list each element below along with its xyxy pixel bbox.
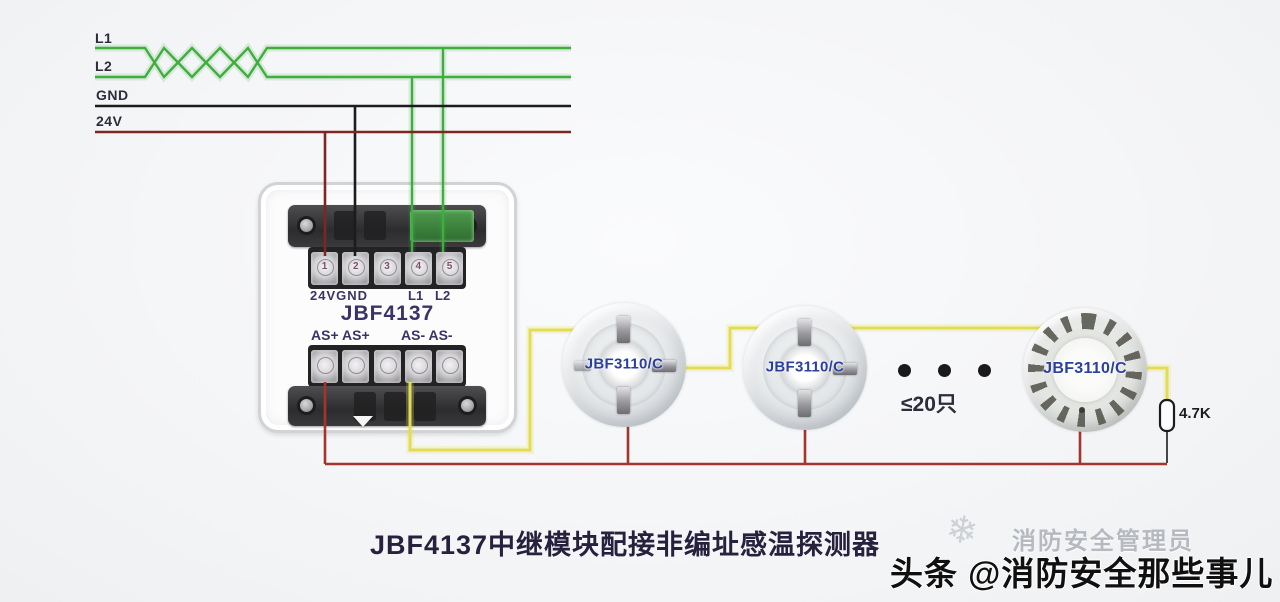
eol-resistor-symbol: [1158, 398, 1176, 433]
heat-detector-head-3: JBF3110/C: [1023, 308, 1147, 432]
indicator-led-dot: [1079, 407, 1085, 413]
dot-icon: [938, 364, 951, 377]
heat-detector-base-1: JBF3110/C: [562, 303, 686, 427]
bottom-terminal-strip: [308, 345, 466, 387]
label-as-minus: AS- AS-: [401, 327, 453, 343]
terminal-mid: [373, 349, 401, 383]
watermark-dark: 头条 @消防安全那些事儿: [890, 555, 1274, 592]
label-as-plus: AS+ AS+: [311, 327, 370, 343]
connector-notch: [334, 211, 356, 240]
ellipsis-dots: [898, 364, 991, 377]
quantity-note: ≤20只: [901, 393, 957, 416]
terminal-clip-icon: [798, 319, 811, 346]
bus-label-gnd: GND: [96, 87, 129, 103]
label-l1: L1: [408, 288, 424, 303]
terminal-l2: 5: [436, 251, 463, 285]
module-top-mounting-bar: [288, 205, 486, 247]
terminal-as-plus-2: [342, 349, 370, 383]
green-pcb: [410, 210, 474, 242]
module-bottom-mounting-bar: [288, 386, 486, 426]
terminal-number: 4: [415, 260, 422, 272]
terminal-gnd: 2: [342, 251, 370, 285]
terminal-as-minus-1: [404, 349, 432, 383]
screw-hole-icon: [297, 216, 316, 235]
dot-icon: [978, 364, 991, 377]
terminal-number: 3: [384, 260, 390, 272]
heat-detector-base-2: JBF3110/C: [743, 306, 867, 430]
connector-notch: [414, 392, 436, 421]
screw-hole-icon: [297, 396, 316, 415]
terminal-clip-icon: [798, 390, 811, 417]
bus-label-l2: L2: [95, 58, 113, 74]
l1-bus-wire: [95, 46, 571, 79]
label-24v-gnd: 24VGND: [310, 288, 369, 303]
detector-model-label: JBF3110/C: [1043, 360, 1127, 378]
bus-label-24v: 24V: [96, 113, 123, 129]
terminal-as-minus-2: [436, 349, 463, 383]
connector-notch: [384, 392, 406, 421]
terminal-nc: 3: [373, 251, 401, 285]
l2-bus-wire: [95, 46, 571, 79]
connector-notch: [364, 211, 386, 240]
diagram-caption: JBF4137中继模块配接非编址感温探测器: [369, 530, 881, 560]
terminal-as-plus-1: [311, 349, 338, 383]
relay-module-jbf4137: 1 2 3 4 5 24VGND L1 L2 JBF4137 AS+ AS+ A…: [258, 182, 517, 433]
dot-icon: [898, 364, 911, 377]
resistor-value-label: 4.7K: [1179, 405, 1211, 422]
top-terminal-strip: 1 2 3 4 5: [308, 247, 466, 289]
terminal-clip-icon: [617, 316, 630, 343]
terminal-l1: 4: [404, 251, 432, 285]
detector-model-label: JBF3110/C: [584, 355, 664, 373]
terminal-24v: 1: [311, 251, 338, 285]
mounting-tab: [353, 416, 373, 427]
terminal-clip-icon: [617, 387, 630, 414]
detector-model-label: JBF3110/C: [765, 358, 845, 376]
terminal-number: 5: [446, 260, 453, 272]
terminal-number: 2: [352, 260, 359, 272]
module-title: JBF4137: [340, 302, 435, 325]
screw-hole-icon: [458, 396, 477, 415]
terminal-number: 1: [321, 260, 328, 272]
label-l2: L2: [435, 288, 451, 303]
bus-label-l1: L1: [95, 30, 113, 46]
watermark-light: 消防安全管理员: [1012, 528, 1194, 555]
